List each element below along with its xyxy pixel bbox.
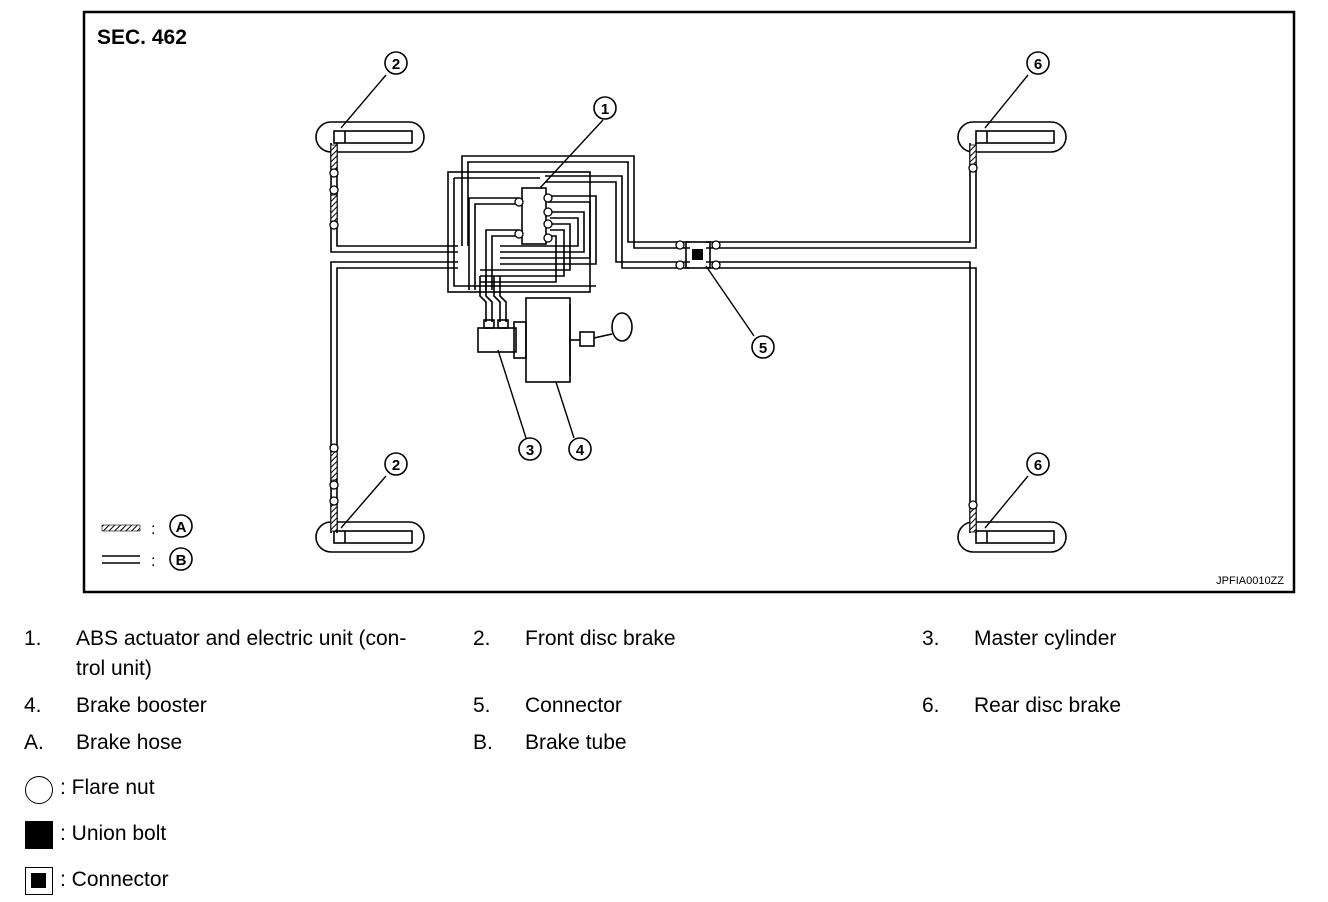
flare-nut-label: : Flare nut	[60, 776, 155, 799]
part-label: Brake hose	[76, 731, 183, 754]
callout-6-rear-right: 6	[1026, 452, 1050, 476]
brake-booster	[525, 297, 633, 383]
part-label: Connector	[525, 694, 622, 717]
legend-a-marker: A	[169, 514, 193, 538]
part-label: Front disc brake	[525, 627, 676, 650]
part-label: Rear disc brake	[974, 694, 1122, 717]
part-number: 1.	[24, 627, 42, 650]
union-bolt-square-icon	[25, 821, 53, 849]
part-number: A.	[24, 731, 44, 754]
rear-left-disc-brake	[957, 121, 1067, 153]
svg-text:1: 1	[601, 101, 609, 118]
part-label: Brake tube	[525, 731, 627, 754]
part-number: 3.	[922, 627, 940, 650]
svg-text:6: 6	[1034, 56, 1042, 73]
part-label: ABS actuator and electric unit (con-	[76, 627, 407, 650]
svg-text:A: A	[176, 519, 187, 536]
svg-text:2: 2	[392, 457, 400, 474]
flare-nut-circle-icon	[25, 776, 53, 804]
brake-piping-diagram: SEC. 462 JPFIA0010ZZ	[82, 10, 1296, 594]
abs-to-connector-tubes	[461, 155, 690, 269]
abs-actuator-unit	[447, 171, 597, 293]
rear-brake-tube-lower	[706, 261, 977, 533]
part-number: 6.	[922, 694, 940, 717]
part-number: 4.	[24, 694, 42, 717]
svg-text:2: 2	[392, 56, 400, 73]
brake-tube-symbol	[102, 555, 140, 564]
part-label: Brake booster	[76, 694, 207, 717]
callout-2-front-right: 2	[384, 452, 408, 476]
brake-hose-symbol	[101, 524, 141, 532]
brake-hoses	[330, 144, 977, 533]
connector-label: : Connector	[60, 868, 169, 891]
union-bolt-label: : Union bolt	[60, 822, 167, 845]
leader-lines	[340, 74, 1029, 529]
rear-brake-tube-upper	[706, 143, 977, 249]
part-number: 5.	[473, 694, 491, 717]
svg-text:3: 3	[526, 442, 534, 459]
master-cylinder-tubes	[479, 276, 507, 322]
front-brake-tube-upper	[330, 143, 458, 253]
svg-text:6: 6	[1034, 457, 1042, 474]
callout-1: 1	[593, 96, 617, 120]
rear-right-disc-brake	[957, 521, 1067, 553]
connector-square-icon	[25, 867, 53, 895]
legend-b-marker: B	[169, 547, 193, 571]
svg-text::: :	[151, 553, 155, 570]
part-number: 2.	[473, 627, 491, 650]
connector-center-square	[692, 249, 703, 260]
part-label: Master cylinder	[974, 627, 1117, 650]
svg-text::: :	[151, 521, 155, 538]
front-right-disc-brake	[315, 521, 425, 553]
svg-text:5: 5	[759, 340, 767, 357]
svg-text:4: 4	[576, 442, 585, 459]
callout-2-front-left: 2	[384, 51, 408, 75]
section-label: SEC. 462	[97, 26, 187, 49]
image-code: JPFIA0010ZZ	[1216, 575, 1284, 587]
callout-5: 5	[751, 335, 775, 359]
part-number: B.	[473, 731, 493, 754]
connector-junction	[685, 241, 711, 269]
callout-3: 3	[518, 437, 542, 461]
svg-text:B: B	[176, 552, 187, 569]
diagram-frame	[82, 10, 1296, 594]
callout-4: 4	[568, 437, 592, 461]
callout-6-rear-left: 6	[1026, 51, 1050, 75]
part-label-cont: trol unit)	[76, 657, 152, 680]
front-left-disc-brake	[315, 121, 425, 153]
diagram-legend: : A : B	[101, 514, 193, 571]
flare-nuts	[329, 163, 978, 510]
